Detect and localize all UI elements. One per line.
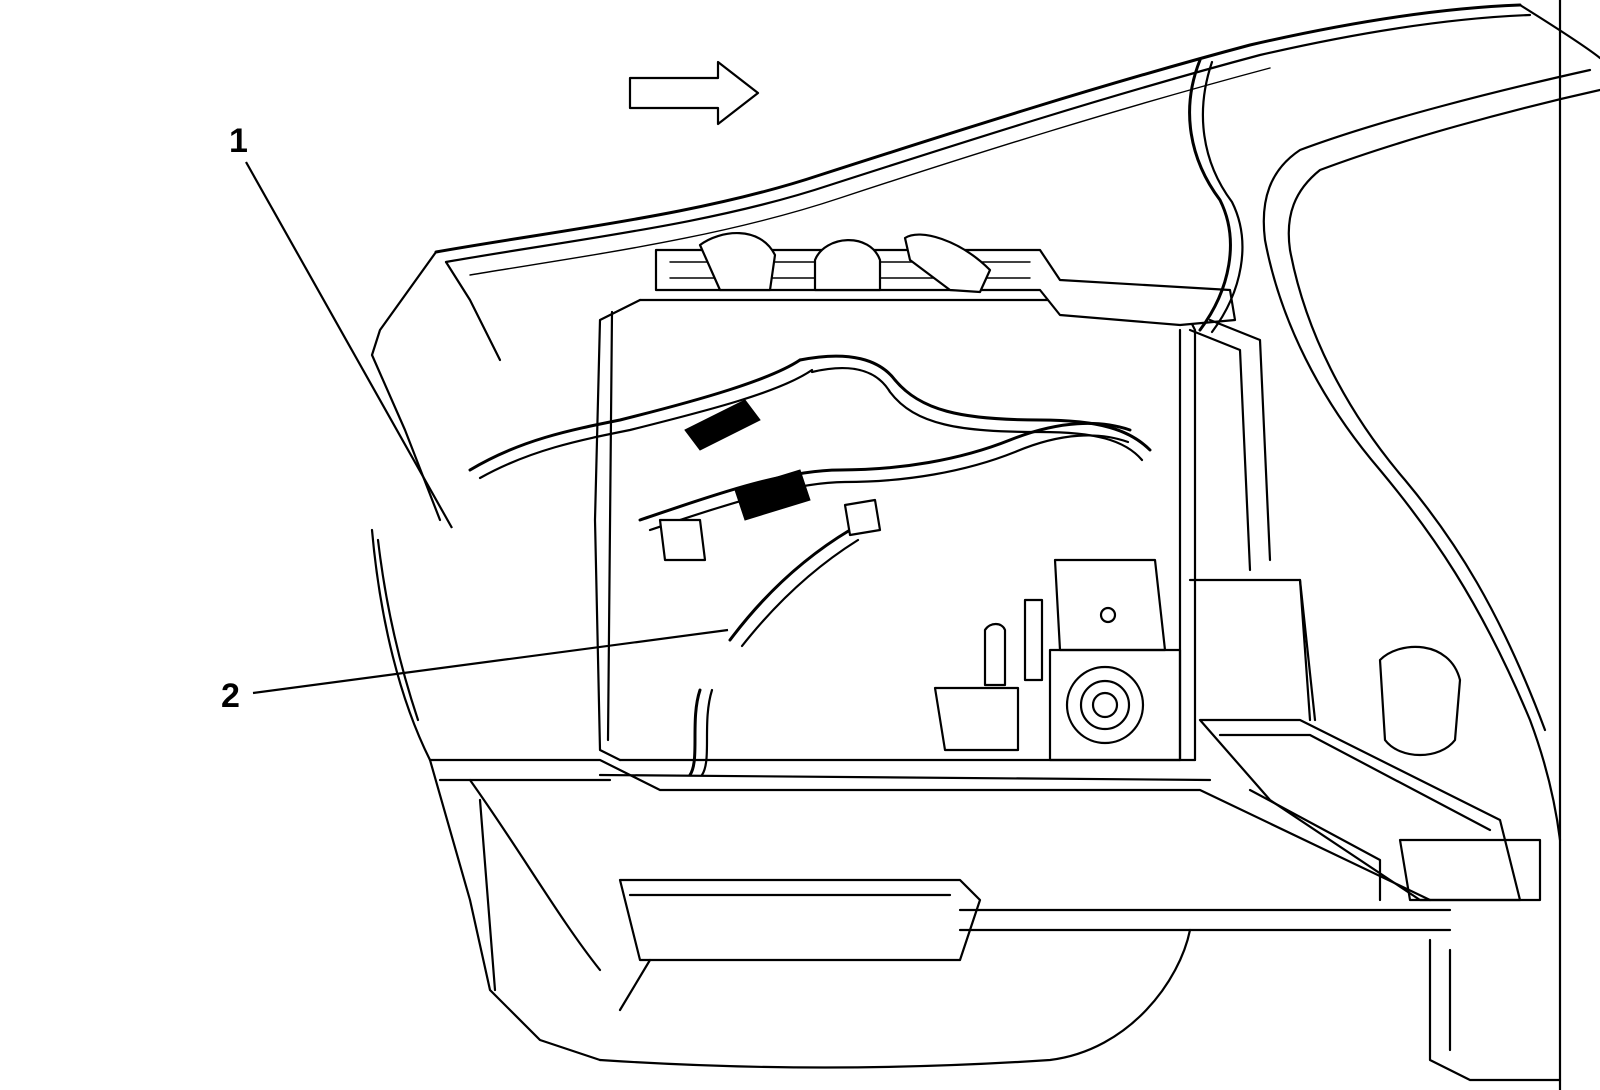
wiring-harness bbox=[468, 58, 1244, 777]
callout-2: 2 bbox=[221, 628, 729, 715]
callout-2-label: 2 bbox=[221, 677, 240, 715]
body-structure-outline bbox=[370, 0, 1600, 1090]
callout-1-label: 1 bbox=[229, 122, 248, 160]
callout-2-leader-line bbox=[252, 628, 729, 695]
trunk-compartment-panel bbox=[593, 232, 1237, 782]
forward-direction-arrow-icon bbox=[628, 60, 760, 126]
callout-1-leader-line bbox=[245, 161, 453, 529]
callout-1: 1 bbox=[229, 122, 453, 529]
floor-and-bumper-area bbox=[428, 758, 1542, 1012]
rear-rail-structure bbox=[1188, 318, 1522, 902]
